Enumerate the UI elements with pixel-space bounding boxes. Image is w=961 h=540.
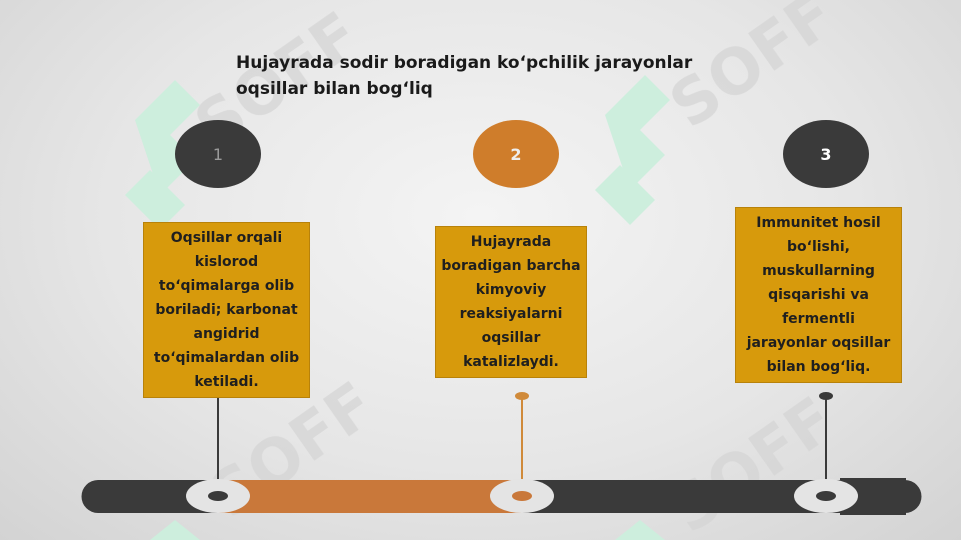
slide-title: Hujayrada sodir boradigan ko‘pchilik jar…	[236, 53, 693, 99]
step-text-3: Immunitet hosil bo‘lishi, muskullarning …	[746, 215, 891, 375]
timeline-marker-dot-2	[512, 491, 532, 501]
timeline-highlight	[218, 480, 522, 513]
step-number-3: 3	[783, 120, 869, 188]
step-text-2: Hujayrada boradigan barcha kimyoviy reak…	[441, 234, 581, 370]
step-text-1: Oqsillar orqali kislorod to‘qimalarga ol…	[153, 230, 300, 390]
watermark-logo-icon	[125, 75, 670, 540]
timeline-marker-dot-1	[208, 491, 228, 501]
step-box-2: Hujayrada boradigan barcha kimyoviy reak…	[435, 226, 587, 378]
timeline-marker-dot-3	[816, 491, 836, 501]
step-number-2: 2	[473, 120, 559, 188]
step-number-1: 1	[175, 120, 261, 188]
connector-dot-3	[819, 392, 833, 400]
step-box-3: Immunitet hosil bo‘lishi, muskullarning …	[735, 207, 902, 383]
connector-dot-2	[515, 392, 529, 400]
step-box-1: Oqsillar orqali kislorod to‘qimalarga ol…	[143, 222, 310, 398]
